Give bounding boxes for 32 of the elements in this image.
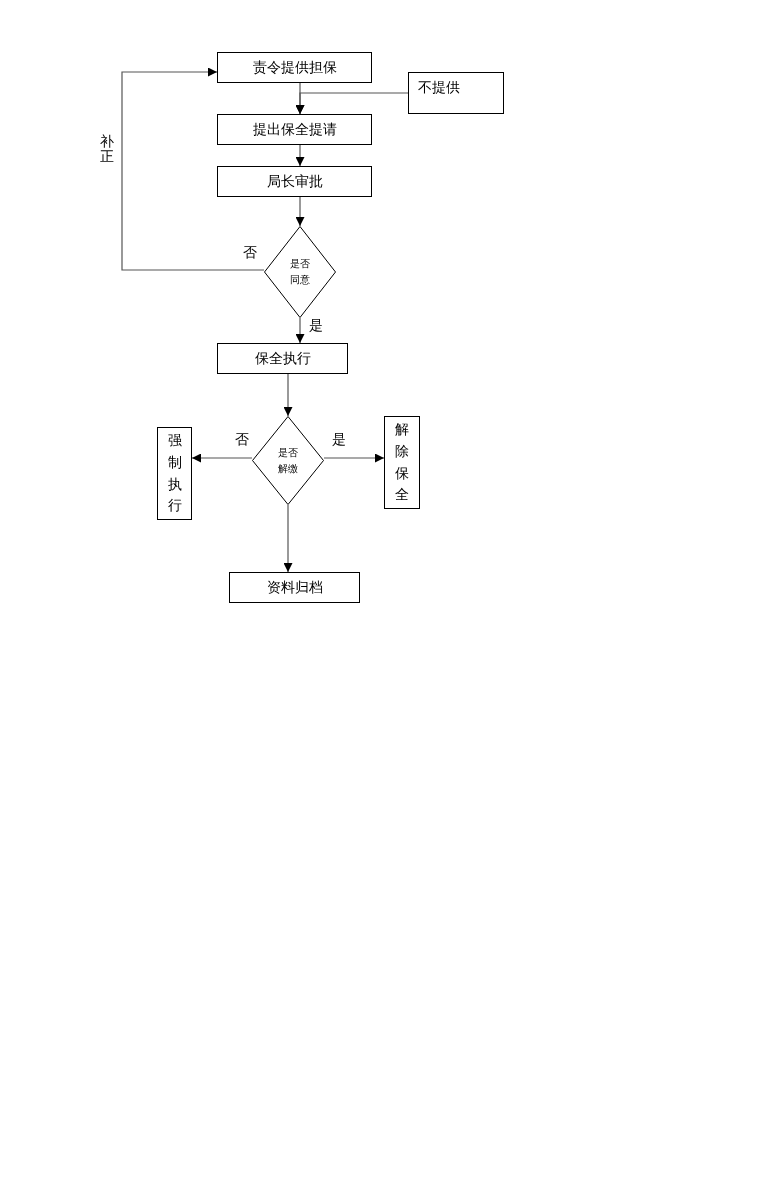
node-label: 局长审批 xyxy=(266,173,323,190)
process-box xyxy=(217,52,372,83)
process-box xyxy=(157,427,192,520)
arrow xyxy=(295,144,305,167)
node-label: 保全执行 xyxy=(254,350,311,367)
arrow xyxy=(295,317,305,344)
process-box xyxy=(217,343,348,374)
arrow xyxy=(283,373,293,417)
arrow xyxy=(121,67,265,271)
edge-label: 否 xyxy=(243,245,257,261)
arrow xyxy=(295,92,409,115)
arrow xyxy=(323,453,385,463)
process-box xyxy=(217,114,372,145)
node-label: 责令提供担保 xyxy=(252,59,337,76)
edge-label: 是 xyxy=(309,318,323,334)
node-label: 是否解缴 xyxy=(277,445,299,476)
node-label: 解除保全 xyxy=(395,420,409,505)
arrow xyxy=(283,504,293,573)
process-box xyxy=(408,72,504,114)
process-box xyxy=(229,572,360,603)
arrow xyxy=(191,453,253,463)
edge-label: 是 xyxy=(332,432,346,448)
side-label: 补正 xyxy=(100,134,114,165)
node-label: 不提供 xyxy=(418,79,460,96)
process-box xyxy=(217,166,372,197)
node-label: 资料归档 xyxy=(266,579,323,596)
process-box xyxy=(384,416,420,509)
arrow xyxy=(295,196,305,227)
node-label: 强制执行 xyxy=(167,431,182,516)
node-label: 是否同意 xyxy=(289,257,311,287)
edge-label: 否 xyxy=(235,432,249,448)
node-label: 提出保全提请 xyxy=(252,121,337,138)
